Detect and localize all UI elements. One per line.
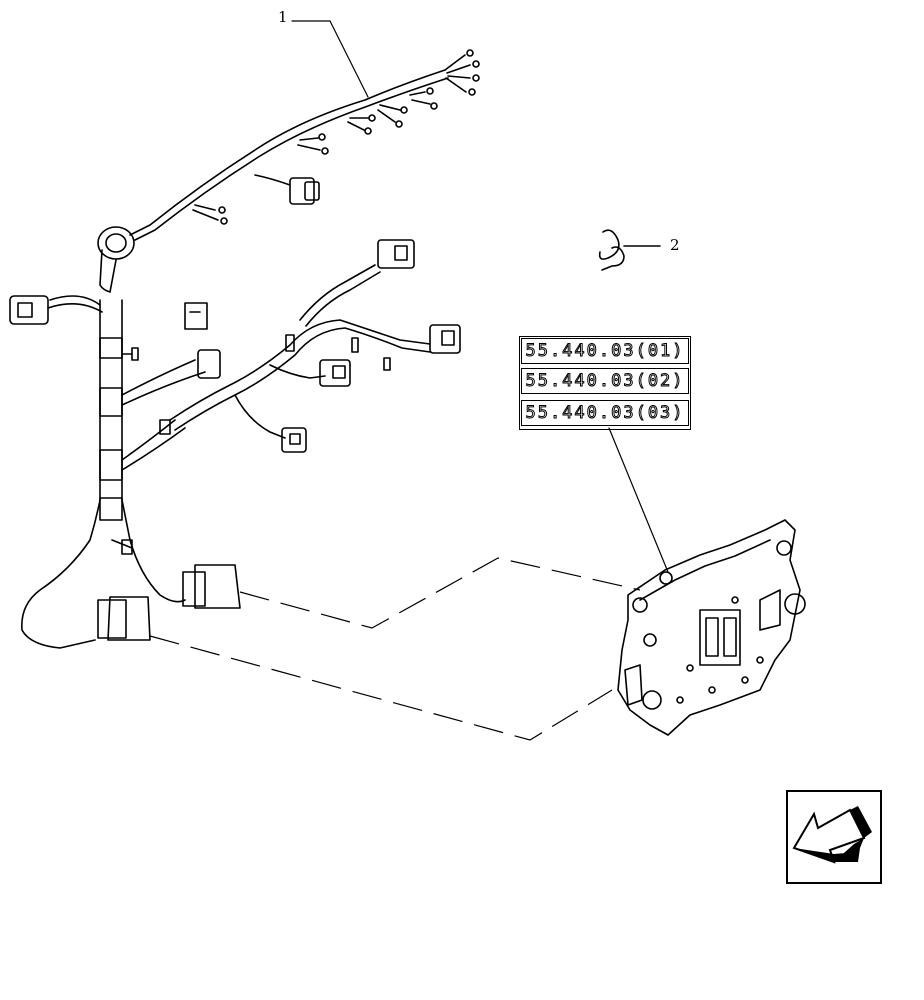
callout-2: 2	[670, 236, 680, 254]
back-navigation-button[interactable]	[786, 790, 882, 884]
reference-group	[519, 336, 691, 430]
reference-link-03[interactable]: 55.440.03(03)	[521, 400, 689, 426]
reference-link-02[interactable]: 55.440.03(02)	[521, 368, 689, 394]
clip-part	[598, 229, 661, 271]
dashed-link-lower	[149, 635, 613, 741]
reference-link-01[interactable]: 55.440.03(01)	[521, 338, 689, 364]
callout-1: 1	[278, 8, 288, 26]
dashed-link-upper	[239, 557, 641, 629]
back-arrow-icon	[792, 806, 872, 864]
valve-block	[617, 519, 806, 736]
wiring-harness	[9, 49, 480, 649]
